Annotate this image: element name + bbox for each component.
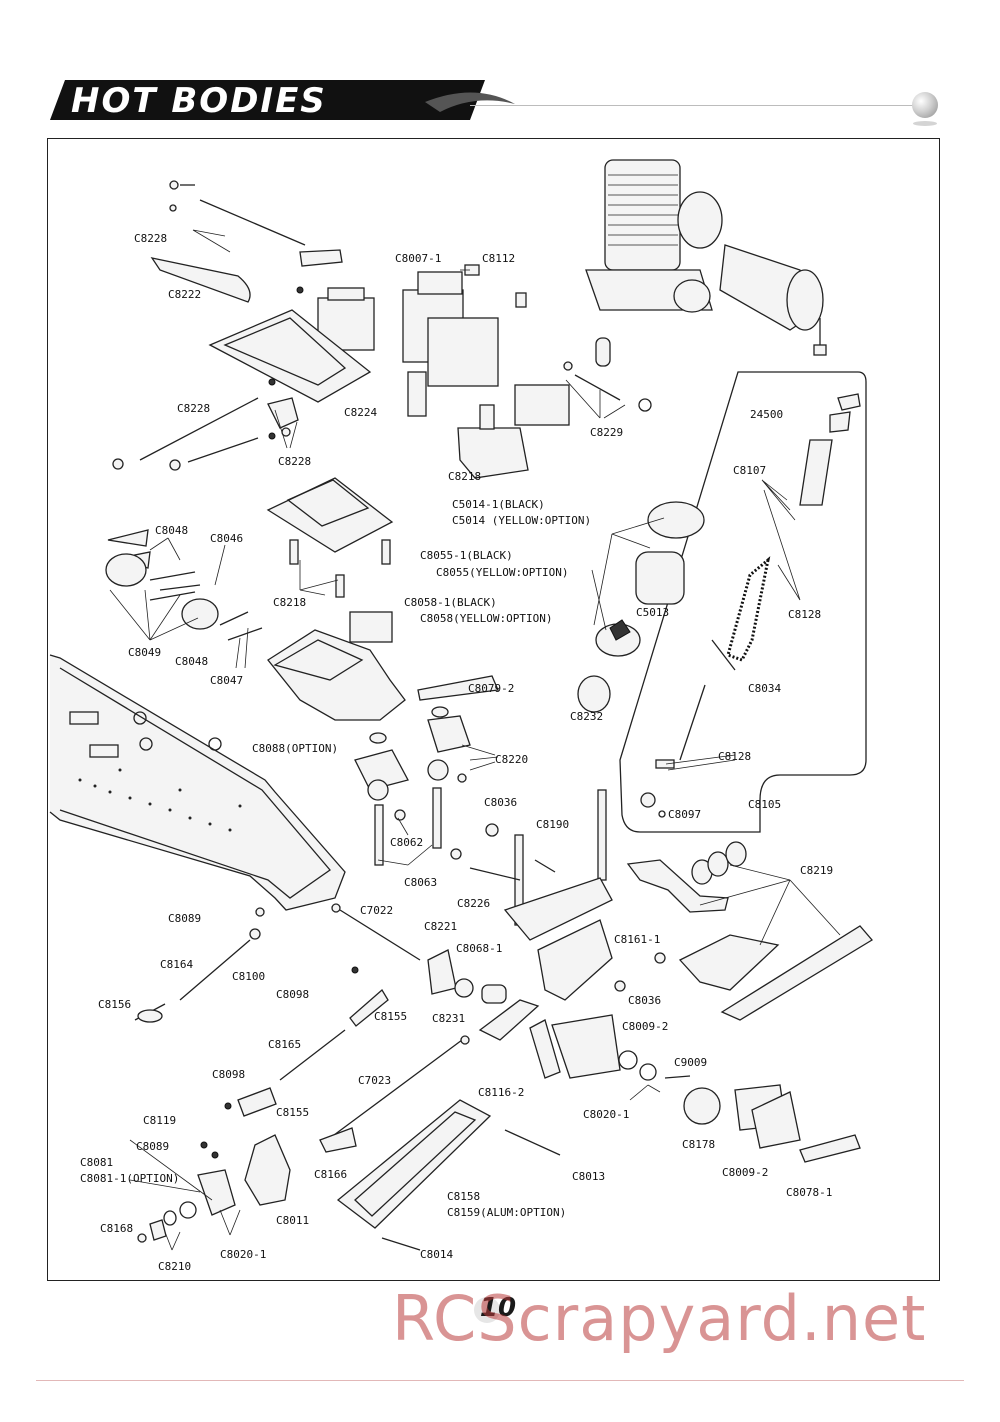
label-c8112: C8112 <box>482 252 515 265</box>
label-c8158: C8158 <box>447 1190 480 1203</box>
label-c8047: C8047 <box>210 674 243 687</box>
label-c8168: C8168 <box>100 1222 133 1235</box>
label-c8009-2: C8009-2 <box>622 1020 668 1033</box>
label-c8036: C8036 <box>484 796 517 809</box>
label-c7022: C7022 <box>360 904 393 917</box>
label-c8089: C8089 <box>136 1140 169 1153</box>
label-c8210: C8210 <box>158 1260 191 1273</box>
label-c8034: C8034 <box>748 682 781 695</box>
label-c8098: C8098 <box>212 1068 245 1081</box>
label-c8165: C8165 <box>268 1038 301 1051</box>
label-c8166: C8166 <box>314 1168 347 1181</box>
label-c8116-2: C8116-2 <box>478 1086 524 1099</box>
label-c8229: C8229 <box>590 426 623 439</box>
label-c8100: C8100 <box>232 970 265 983</box>
label-c8228: C8228 <box>134 232 167 245</box>
decorative-ball-icon <box>912 92 938 118</box>
label-c5014-1: C5014-1(BLACK) <box>452 498 545 511</box>
center-diff-mount <box>469 789 873 1021</box>
label-c8036: C8036 <box>628 994 661 1007</box>
label-c8155: C8155 <box>276 1106 309 1119</box>
shock-absorber-callout <box>619 371 867 833</box>
label-c8011: C8011 <box>276 1214 309 1227</box>
label-c8218: C8218 <box>273 596 306 609</box>
label-c8105: C8105 <box>748 798 781 811</box>
label-c8058: C8058(YELLOW:OPTION) <box>420 612 552 625</box>
label-c8156: C8156 <box>98 998 131 1011</box>
label-c8128: C8128 <box>788 608 821 621</box>
label-c8119: C8119 <box>143 1114 176 1127</box>
label-c5014: C5014 (YELLOW:OPTION) <box>452 514 591 527</box>
label-c8159-alum-option: C8159(ALUM:OPTION) <box>447 1206 566 1219</box>
footer-rule <box>36 1380 964 1381</box>
label-c7023: C7023 <box>358 1074 391 1087</box>
label-c8164: C8164 <box>160 958 193 971</box>
part-labels: C8228 C8222 C8224 C8228 C8228 C8007-1 C8… <box>80 232 833 1273</box>
label-c8062: C8062 <box>390 836 423 849</box>
label-c8219: C8219 <box>800 864 833 877</box>
label-c8055: C8055(YELLOW:OPTION) <box>436 566 568 579</box>
label-c8046: C8046 <box>210 532 243 545</box>
label-c8081: C8081 <box>80 1156 113 1169</box>
label-c8097: C8097 <box>668 808 701 821</box>
radio-tray-parts <box>105 477 499 721</box>
label-c8078-1: C8078-1 <box>786 1186 832 1199</box>
label-c8013: C8013 <box>572 1170 605 1183</box>
lower-link-parts <box>129 903 861 1251</box>
label-c5013: C5013 <box>636 606 669 619</box>
label-c8049: C8049 <box>128 646 161 659</box>
label-c8058-1: C8058-1(BLACK) <box>404 596 497 609</box>
label-c8089: C8089 <box>168 912 201 925</box>
label-c8220: C8220 <box>495 753 528 766</box>
label-c8048: C8048 <box>175 655 208 668</box>
receiver-box-parts <box>402 264 652 479</box>
label-c8088-option: C8088(OPTION) <box>252 742 338 755</box>
label-c8178: C8178 <box>682 1138 715 1151</box>
label-c8063: C8063 <box>404 876 437 889</box>
chassis-plate <box>49 654 346 911</box>
label-c8228: C8228 <box>278 455 311 468</box>
label-c8161-1: C8161-1 <box>614 933 660 946</box>
label-c8190: C8190 <box>536 818 569 831</box>
label-c9009: C9009 <box>674 1056 707 1069</box>
label-c8020-1: C8020-1 <box>583 1108 629 1121</box>
label-c8222: C8222 <box>168 288 201 301</box>
label-24500: 24500 <box>750 408 783 421</box>
label-c8128: C8128 <box>718 750 751 763</box>
label-c8055-1: C8055-1(BLACK) <box>420 549 513 562</box>
svg-text:HOT BODIES: HOT BODIES <box>71 81 327 121</box>
label-c8218: C8218 <box>448 470 481 483</box>
engine-assembly <box>585 159 827 356</box>
label-c8081-1-option: C8081-1(OPTION) <box>80 1172 179 1185</box>
header-rule <box>470 105 915 106</box>
label-c8228: C8228 <box>177 402 210 415</box>
hot-bodies-logo: HOT BODIES <box>50 80 515 121</box>
servo-link-parts <box>112 180 375 471</box>
label-c8231: C8231 <box>432 1012 465 1025</box>
label-c8007-1: C8007-1 <box>395 252 441 265</box>
label-c8068-1: C8068-1 <box>456 942 502 955</box>
label-c8107: C8107 <box>733 464 766 477</box>
label-c8009-2: C8009-2 <box>722 1166 768 1179</box>
watermark-text: RCScrapyard.net <box>392 1282 927 1355</box>
page-number: 10 <box>470 1293 526 1327</box>
label-c8048: C8048 <box>155 524 188 537</box>
label-c8224: C8224 <box>344 406 377 419</box>
page-number-text: 10 <box>479 1293 517 1323</box>
center-brake-parts <box>354 706 499 866</box>
label-c8014: C8014 <box>420 1248 453 1261</box>
ball-shadow <box>913 121 937 126</box>
exploded-view-frame <box>47 138 940 1281</box>
label-c8079-2: C8079-2 <box>468 682 514 695</box>
label-c8226: C8226 <box>457 897 490 910</box>
label-c8155: C8155 <box>374 1010 407 1023</box>
label-c8098: C8098 <box>276 988 309 1001</box>
label-c8020-1: C8020-1 <box>220 1248 266 1261</box>
label-c8232: C8232 <box>570 710 603 723</box>
label-c8221: C8221 <box>424 920 457 933</box>
fuel-tank-parts <box>577 501 705 713</box>
page-number-badge <box>474 1297 500 1323</box>
